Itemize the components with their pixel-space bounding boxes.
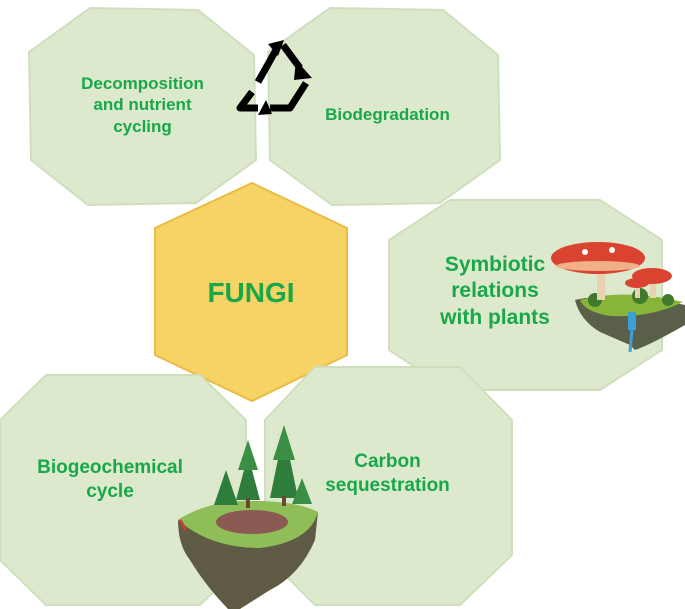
label-line: and nutrient (93, 95, 192, 115)
label-symbiotic: Symbiotic relations with plants (410, 252, 580, 331)
label-line: with plants (440, 305, 550, 329)
label-line: cycling (113, 116, 172, 136)
label-line: relations (451, 279, 539, 303)
hex-biodegradation (266, 6, 502, 207)
label-biogeochemical: Biogeochemical cycle (20, 456, 200, 504)
label-line: sequestration (325, 474, 450, 496)
floating-mushroom-island (551, 242, 685, 353)
floating-forest-island (178, 425, 318, 609)
label-biodegradation: Biodegradation (305, 104, 470, 125)
label-decomposition: Decomposition and nutrient cycling (50, 73, 235, 137)
recycle-icon (236, 40, 312, 115)
label-line: Biodegradation (325, 105, 450, 124)
label-line: Biogeochemical (37, 457, 183, 478)
label-line: Carbon (354, 451, 421, 472)
hex-decomposition (27, 6, 258, 207)
label-line: Decomposition (81, 74, 204, 93)
label-line: Symbiotic (444, 253, 546, 276)
center-label: FUNGI (207, 277, 294, 308)
hex-fungi-center (154, 181, 348, 403)
label-carbon: Carbon sequestration (310, 450, 465, 498)
label-line: cycle (86, 480, 134, 502)
